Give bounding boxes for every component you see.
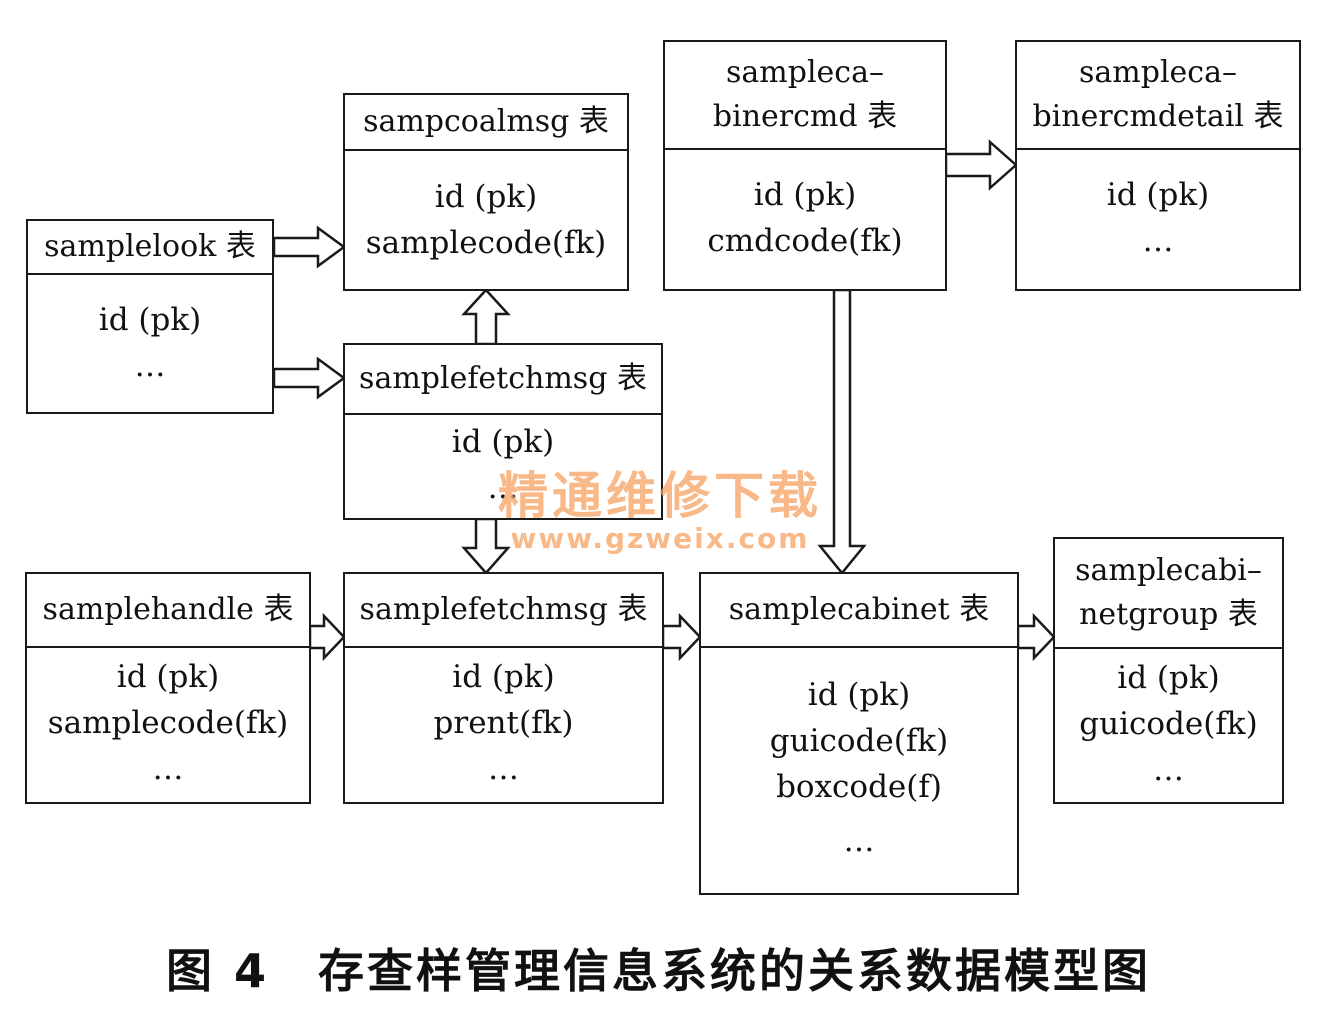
table-samplecabinercmddetail: sampleca– binercmdetail 表 id (pk) … bbox=[1015, 40, 1301, 291]
figure-caption: 图 4 存查样管理信息系统的关系数据模型图 bbox=[165, 944, 1152, 998]
table-body: id (pk) guicode(fk) … bbox=[1055, 649, 1282, 799]
table-body: id (pk) … bbox=[28, 275, 272, 411]
table-header: sampcoalmsg 表 bbox=[345, 95, 627, 151]
field: id (pk) bbox=[753, 177, 857, 213]
table-samplecabinercmd: sampleca– binercmd 表 id (pk) cmdcode(fk) bbox=[663, 40, 947, 291]
table-header: samplehandle 表 bbox=[27, 574, 309, 648]
arrow-cabinercmd-to-samplecabinet bbox=[817, 288, 867, 575]
table-header: sampleca– binercmdetail 表 bbox=[1017, 42, 1299, 150]
table-header: samplecabinet 表 bbox=[701, 574, 1017, 648]
table-samplelook: samplelook 表 id (pk) … bbox=[26, 219, 274, 414]
field: prent(fk) bbox=[433, 705, 574, 741]
field: id (pk) bbox=[807, 677, 911, 713]
field: guicode(fk) bbox=[769, 723, 949, 759]
table-samplefetchmsg-lower: samplefetchmsg 表 id (pk) prent(fk) … bbox=[343, 572, 664, 804]
table-header: samplecabi– netgroup 表 bbox=[1055, 539, 1282, 649]
arrow-cabinercmd-to-detail bbox=[944, 139, 1018, 191]
table-body: id (pk) samplecode(fk) bbox=[345, 151, 627, 289]
field: id (pk) bbox=[451, 424, 555, 460]
table-body: id (pk) guicode(fk) boxcode(f) … bbox=[701, 648, 1017, 888]
table-header: sampleca– binercmd 表 bbox=[665, 42, 945, 150]
field: … bbox=[152, 751, 184, 787]
table-samplefetchmsg-upper: samplefetchmsg 表 id (pk) … bbox=[343, 343, 663, 520]
table-body: id (pk) prent(fk) … bbox=[345, 648, 662, 798]
field: … bbox=[488, 751, 519, 787]
field: id (pk) bbox=[116, 659, 220, 695]
field: id (pk) bbox=[452, 659, 555, 695]
arrow-samplehandle-to-samplefetchmsg bbox=[308, 612, 346, 662]
arrow-samplefetchmsg-to-sampcoalmsg bbox=[461, 288, 511, 346]
arrow-samplecabinet-to-group bbox=[1016, 612, 1056, 662]
arrow-samplefetchmsg-upper-to-lower bbox=[461, 517, 511, 575]
table-header: samplefetchmsg 表 bbox=[345, 574, 662, 648]
field: id (pk) bbox=[1117, 660, 1220, 696]
field: … bbox=[1153, 752, 1184, 788]
field: samplecode(fk) bbox=[365, 225, 607, 261]
table-body: id (pk) cmdcode(fk) bbox=[665, 150, 945, 286]
table-samplecabinetgroup: samplecabi– netgroup 表 id (pk) guicode(f… bbox=[1053, 537, 1284, 804]
table-body: id (pk) … bbox=[1017, 150, 1299, 286]
table-sampcoalmsg: sampcoalmsg 表 id (pk) samplecode(fk) bbox=[343, 93, 629, 291]
field: id (pk) bbox=[98, 302, 202, 338]
table-body: id (pk) samplecode(fk) … bbox=[27, 648, 309, 798]
field: guicode(fk) bbox=[1079, 706, 1258, 742]
table-samplehandle: samplehandle 表 id (pk) samplecode(fk) … bbox=[25, 572, 311, 804]
field: samplecode(fk) bbox=[47, 705, 289, 741]
field: cmdcode(fk) bbox=[707, 223, 903, 259]
table-samplecabinet: samplecabinet 表 id (pk) guicode(fk) boxc… bbox=[699, 572, 1019, 895]
field: … bbox=[134, 348, 166, 384]
field: … bbox=[1142, 223, 1174, 259]
field: … bbox=[487, 470, 519, 506]
field: id (pk) bbox=[434, 179, 538, 215]
field: id (pk) bbox=[1106, 177, 1210, 213]
table-body: id (pk) … bbox=[345, 415, 661, 515]
field: … bbox=[843, 823, 875, 859]
arrow-samplelook-to-samplefetchmsg bbox=[272, 356, 347, 400]
arrow-samplelook-to-sampcoalmsg bbox=[272, 225, 347, 269]
table-header: samplefetchmsg 表 bbox=[345, 345, 661, 415]
table-header: samplelook 表 bbox=[28, 221, 272, 275]
arrow-samplefetchmsg-to-samplecabinet bbox=[661, 612, 702, 662]
field: boxcode(f) bbox=[776, 769, 942, 805]
